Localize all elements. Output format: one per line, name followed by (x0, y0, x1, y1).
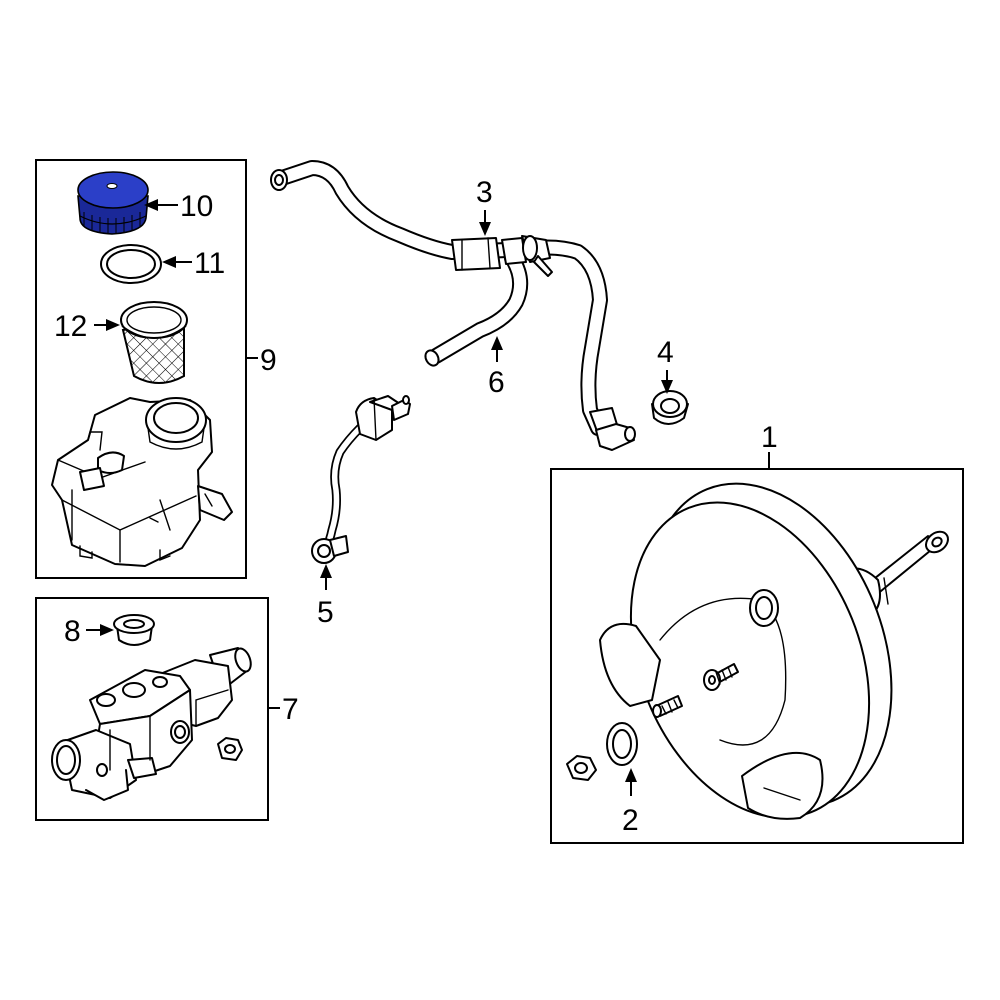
callout-6: 6 (488, 336, 505, 399)
booster-nut[interactable] (566, 755, 597, 781)
reservoir-strainer-part-12[interactable] (120, 301, 188, 384)
callout-2: 2 (622, 768, 639, 837)
callout-label-10: 10 (180, 190, 213, 223)
callout-3: 3 (476, 176, 493, 236)
callout-label-2: 2 (622, 804, 639, 837)
reservoir-cap-part-10[interactable] (77, 171, 149, 235)
callout-label-7: 7 (282, 693, 299, 726)
brake-booster-part-1[interactable] (587, 447, 937, 853)
callout-label-6: 6 (488, 366, 505, 399)
vacuum-hose-assembly[interactable] (270, 160, 636, 451)
reservoir-group-frame (35, 159, 247, 579)
master-cylinder-nut[interactable] (217, 737, 243, 761)
callout-label-5: 5 (317, 596, 334, 629)
vacuum-line-part-5[interactable] (311, 395, 411, 564)
callout-label-4: 4 (657, 336, 674, 369)
callout-label-8: 8 (64, 615, 81, 648)
callout-8: 8 (64, 615, 114, 648)
callout-label-1: 1 (761, 421, 778, 454)
callout-label-11: 11 (194, 247, 225, 280)
master-cylinder-part-7[interactable] (51, 646, 254, 801)
callout-4: 4 (657, 336, 674, 394)
callout-label-3: 3 (476, 176, 493, 209)
callout-12: 12 (54, 310, 120, 343)
booster-gasket-part-2[interactable] (606, 722, 638, 766)
callout-11: 11 (162, 247, 225, 280)
booster-grommet-part-4[interactable] (651, 390, 689, 425)
reservoir-seal-part-11[interactable] (100, 244, 162, 284)
brake-fluid-reservoir[interactable] (51, 397, 233, 567)
reservoir-grommet-part-8[interactable] (113, 614, 155, 646)
callout-5: 5 (317, 564, 334, 629)
callout-label-9: 9 (260, 344, 277, 377)
brake-booster-group-frame (550, 468, 964, 844)
callout-label-12: 12 (54, 310, 87, 343)
callout-10: 10 (144, 190, 213, 223)
